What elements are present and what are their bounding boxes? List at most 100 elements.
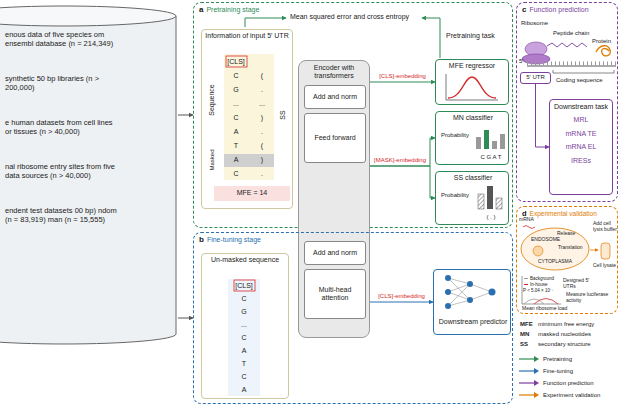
database-cylinder: enous data of five species om ensembl da… <box>0 4 178 346</box>
task-item: MRL <box>553 116 609 124</box>
illustration <box>534 299 558 305</box>
illustration <box>214 18 616 396</box>
illustration <box>470 284 492 292</box>
illustration <box>224 54 274 180</box>
abbreviation: SS <box>520 341 528 348</box>
label: Ribosome <box>521 20 548 27</box>
label: SS <box>279 110 287 119</box>
illustration <box>448 284 470 292</box>
layer-box: Add and norm <box>304 85 366 109</box>
illustration <box>553 70 614 73</box>
legend-line <box>518 355 540 363</box>
illustration <box>492 141 497 149</box>
legend-line <box>518 391 540 399</box>
illustration <box>590 250 598 251</box>
sequence-letter: G <box>233 86 238 94</box>
illustration <box>467 297 473 303</box>
illustration <box>448 292 470 300</box>
illustration <box>533 246 543 256</box>
illustration <box>445 289 451 295</box>
box-text: Multi-head attention <box>306 286 364 303</box>
dataset-text: endent test datasets 00 bp) ndom (n = 83… <box>5 206 117 224</box>
box-text: Add and norm <box>313 249 357 257</box>
label: Measure luciferase activity <box>566 292 616 304</box>
illustration <box>522 276 561 304</box>
sequence-letter: C <box>233 114 238 122</box>
label: Cell lysate <box>593 263 617 269</box>
box-title: Downstream predictor <box>436 318 510 326</box>
box-title: Information of input 5′ UTR <box>204 32 290 40</box>
sequence-letter: A <box>242 386 247 394</box>
box-text: Add and norm <box>313 93 357 101</box>
label: Background <box>530 276 554 281</box>
edge-label: [CLS]-embedding <box>378 73 427 80</box>
sequence-letter: ... <box>241 321 247 329</box>
utr-box: 5′ UTR <box>520 72 551 84</box>
illustration <box>448 278 492 306</box>
illustration <box>487 186 493 209</box>
illustration <box>224 154 274 167</box>
label: Peptide chain <box>553 30 589 37</box>
sequence-letter: C <box>241 373 246 381</box>
panel-title: Function prediction <box>529 6 588 13</box>
illustration <box>245 18 286 27</box>
structure-symbol: ... <box>259 100 265 108</box>
illustration <box>527 66 616 67</box>
label: masked nucleotides <box>538 331 591 338</box>
legend: PretrainingFine-tuningFunction predictio… <box>518 353 600 401</box>
illustration <box>446 74 498 100</box>
illustration <box>601 243 610 259</box>
sequence-letter: C <box>241 334 246 342</box>
illustration <box>521 228 589 270</box>
legend-row: Experiment validation <box>518 389 600 401</box>
layer-box: Feed forward <box>304 113 366 163</box>
task-item: mRNA EL <box>553 143 609 151</box>
illustration <box>234 280 255 291</box>
box-title: Un-masked sequence <box>204 256 286 264</box>
illustration <box>524 278 528 279</box>
structure-symbol: . <box>261 170 263 178</box>
sequence-letter: [CLS] <box>227 58 245 66</box>
box-title: MN classifier <box>439 114 507 122</box>
illustration <box>214 186 290 201</box>
illustration <box>596 46 610 56</box>
illustration <box>445 275 451 281</box>
box-title: MFE regressor <box>438 62 506 70</box>
dataset-text: e human datasets from cell lines or tiss… <box>5 118 117 136</box>
box-text: Probability <box>438 132 472 139</box>
label: Designed 5′ UTRs <box>563 278 593 290</box>
box-text: Feed forward <box>314 134 355 142</box>
label: In-house <box>530 282 548 287</box>
structure-symbol: ) <box>261 156 263 164</box>
illustration <box>448 77 496 98</box>
illustration <box>523 226 535 229</box>
structure-symbol: . <box>261 86 263 94</box>
legend-row: Function prediction <box>518 377 600 389</box>
legend-row: Pretraining <box>518 353 600 365</box>
structure-symbol: ) <box>261 114 263 122</box>
label: minimum free energy <box>538 321 594 328</box>
panel-letter: b <box>199 235 204 244</box>
structure-symbol: ( <box>261 142 263 150</box>
label: Add cell lysis buffer <box>593 221 617 233</box>
predictor-box: Downstream predictor <box>433 269 511 335</box>
illustration <box>478 194 484 209</box>
illustration <box>496 198 502 209</box>
label: MFE = 14 <box>237 189 268 197</box>
legend-row: Fine-tuning <box>518 365 600 377</box>
label: secondary structure <box>538 341 591 348</box>
panel-title: Experimental validation <box>530 210 597 217</box>
stage-panel: bFine-tuning stageUn-masked sequenceDown… <box>193 232 513 404</box>
sequence-letter: T <box>234 142 238 150</box>
illustration <box>500 134 505 149</box>
structure-symbol: . <box>261 128 263 136</box>
label: mRNA <box>519 217 534 223</box>
label: Mean ribosome load <box>522 306 567 312</box>
task-item: IRESs <box>553 157 609 165</box>
label: Coding sequence <box>556 77 603 84</box>
encoder-box: Encoder with transformersAdd and normFee… <box>298 60 370 338</box>
legend-line <box>518 367 540 375</box>
illustration <box>476 137 481 149</box>
illustration <box>445 275 496 309</box>
